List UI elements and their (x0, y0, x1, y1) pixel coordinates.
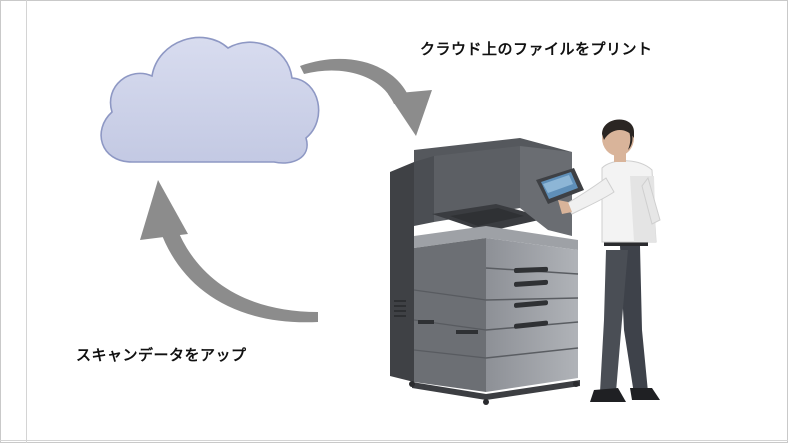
left-divider (26, 0, 27, 443)
download-arrow-icon (300, 58, 432, 136)
upload-arrow-icon (140, 180, 318, 323)
printer-illustration (390, 138, 584, 405)
person-operating-printer (558, 119, 661, 402)
caption-scan-and-upload: スキャンデータをアップ (76, 346, 247, 364)
bottom-divider (0, 440, 788, 441)
caption-print-from-cloud: クラウド上のファイルをプリント (420, 40, 653, 58)
cloud-icon (100, 36, 320, 164)
